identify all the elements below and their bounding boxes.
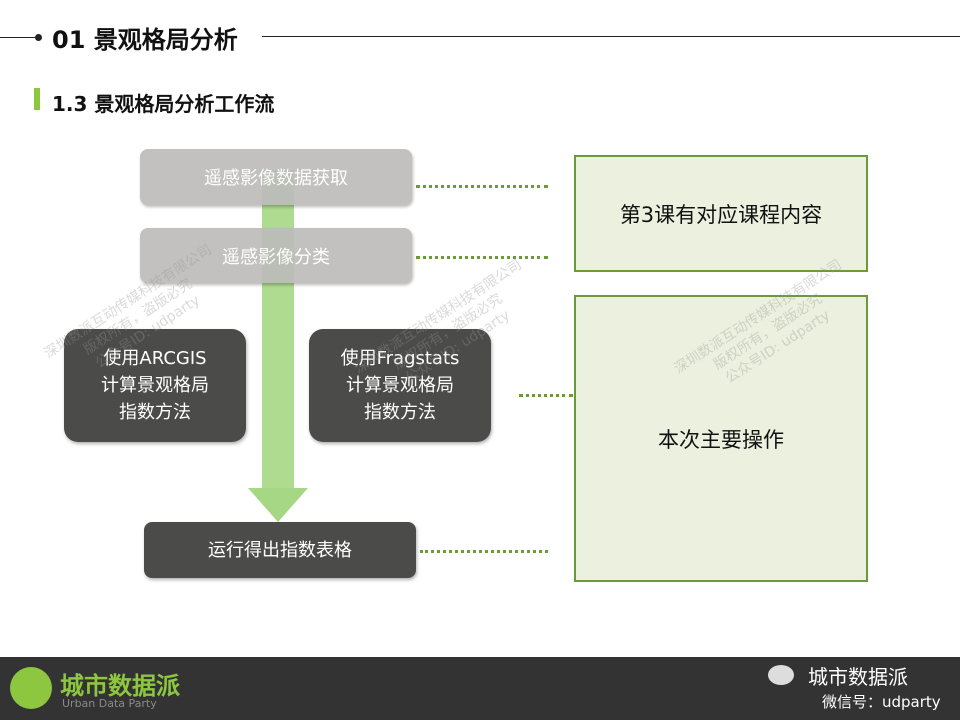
logo-subtext: Urban Data Party [62, 697, 157, 710]
flow-arrow-head-icon [248, 488, 308, 522]
header-line-left [0, 37, 38, 38]
arcgis-line: 计算景观格局 [101, 375, 209, 396]
connector-dots [519, 394, 573, 397]
subtitle-bar [34, 88, 40, 110]
logo-icon [10, 667, 52, 709]
step-arcgis-method: 使用ARCGIS 计算景观格局指数方法 [64, 329, 246, 442]
page-title: 01 景观格局分析 [52, 26, 238, 54]
section-title: 1.3 景观格局分析工作流 [52, 92, 275, 116]
step-image-classification: 遥感影像分类 [140, 228, 412, 283]
connector-dots [420, 550, 548, 553]
footer: 城市数据派 Urban Data Party 城市数据派 微信号：udparty [0, 657, 960, 720]
fragstats-line: 指数方法 [364, 402, 436, 423]
note-course-3: 第3课有对应课程内容 [574, 155, 868, 272]
connector-dots [416, 185, 548, 188]
connector-dots [416, 256, 548, 259]
arcgis-line: 指数方法 [119, 402, 191, 423]
fragstats-line: 使用Fragstats [340, 348, 460, 369]
step-fragstats-method: 使用Fragstats 计算景观格局指数方法 [309, 329, 491, 442]
note-main-operation: 本次主要操作 [574, 295, 868, 582]
footer-brand: 城市数据派 [808, 665, 908, 689]
header-dot [35, 34, 42, 41]
fragstats-line: 计算景观格局 [346, 375, 454, 396]
step-remote-sensing-acquisition: 遥感影像数据获取 [140, 149, 412, 205]
arcgis-line: 使用ARCGIS [103, 348, 207, 369]
header-line-right [262, 36, 960, 37]
wechat-icon [768, 665, 794, 685]
footer-wechat-id: 微信号：udparty [822, 693, 941, 711]
step-run-index-table: 运行得出指数表格 [144, 522, 416, 578]
logo-text: 城市数据派 [60, 672, 180, 700]
flow-arrow-shaft [262, 170, 294, 490]
